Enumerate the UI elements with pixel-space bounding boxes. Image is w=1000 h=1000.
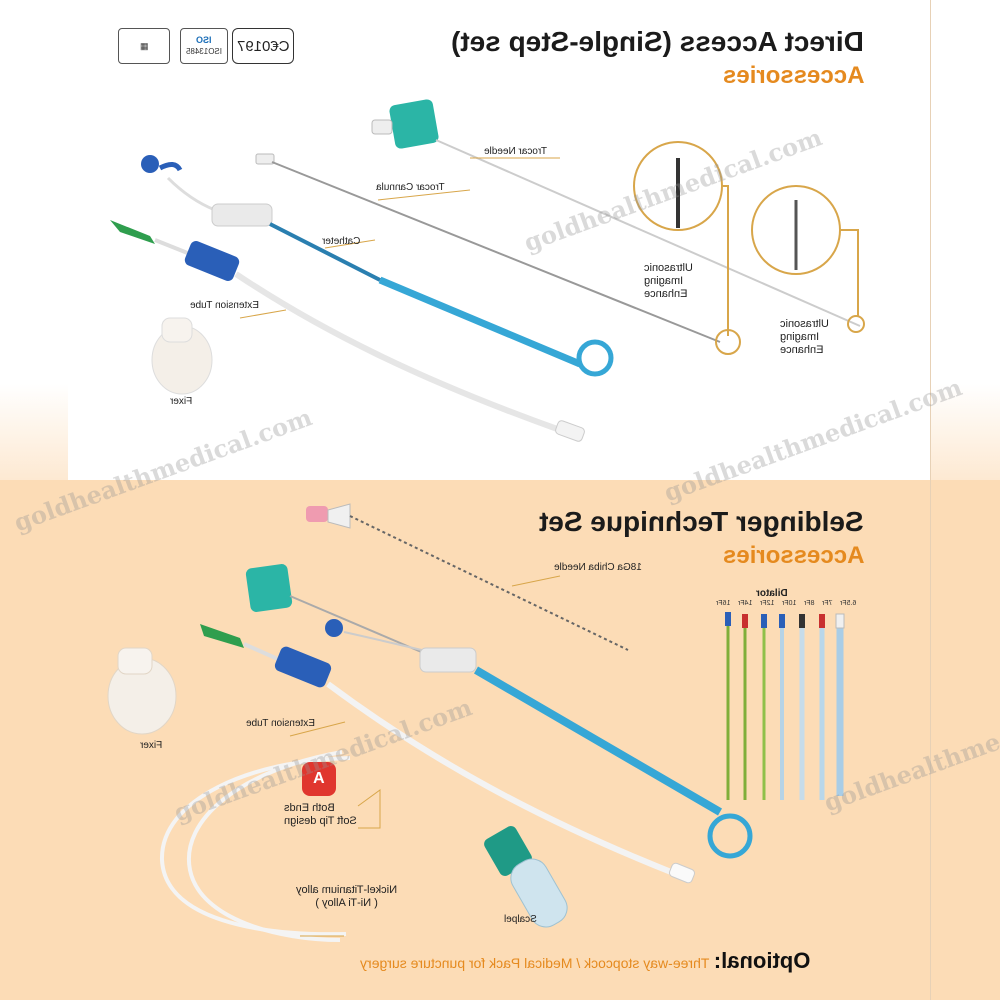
label-scalpel: Scalpel xyxy=(504,914,537,925)
label-ultrasonic-1: Ultrasonic Imaging Enhance xyxy=(644,262,693,300)
dilator-size: 7Fr xyxy=(821,600,833,607)
dilators-illustration xyxy=(725,612,845,800)
dilator-size-labels: 16Fr 14Fr 12Fr 10Fr 8Fr 7Fr 6.5Fr xyxy=(716,600,856,607)
optional-text: Three-way stopcock / Medical Pack for pu… xyxy=(360,955,710,971)
soft-tip-badge-icon: A xyxy=(302,762,336,796)
label-extension-tube-top: Extension Tube xyxy=(190,300,259,311)
dilator-size: 14Fr xyxy=(737,600,753,607)
dilator-size: 6.5Fr xyxy=(839,600,856,607)
trocar-needle-illustration xyxy=(371,99,861,327)
bottom-subtitle: Accessories xyxy=(722,542,864,569)
extension-tube-top-illustration xyxy=(110,220,585,442)
top-subtitle: Accessories xyxy=(722,62,864,89)
catheter-illustration xyxy=(141,155,614,377)
bottom-background xyxy=(0,480,1000,1000)
label-fixer-bottom: Fixer xyxy=(140,740,163,751)
ce-mark: C€0197 xyxy=(232,28,294,64)
dilator-size: 16Fr xyxy=(716,600,731,607)
trocar-cannula-illustration xyxy=(255,153,721,343)
ultrasonic-zoom-2 xyxy=(751,185,865,333)
optional-line: Optional: Three-way stopcock / Medical P… xyxy=(360,948,810,974)
label-trocar-cannula: Trocar Cannula xyxy=(376,182,445,193)
label-ultrasonic-2: Ultrasonic Imaging Enhance xyxy=(780,318,829,356)
page-divider xyxy=(930,0,931,1000)
iso-badge: ISO ISO13485 xyxy=(180,28,228,64)
label-catheter: Catheter xyxy=(322,236,361,247)
dilator-size: 10Fr xyxy=(781,600,797,607)
extension-tube-bottom-illustration xyxy=(200,624,696,884)
certification-badge: ▦ xyxy=(118,28,170,64)
scalpel-illustration xyxy=(484,826,568,928)
fixer-top-illustration xyxy=(151,317,213,395)
chiba-needle-illustration xyxy=(306,503,629,651)
label-dilator: Dilator xyxy=(756,588,788,599)
bottom-title: Seldinger Technique Set xyxy=(539,506,864,537)
guidewire-illustration xyxy=(159,750,351,942)
dilator-size: 8Fr xyxy=(803,600,815,607)
iso-text: ISO xyxy=(196,35,212,45)
label-trocar-needle: Trocar Needle xyxy=(484,146,547,157)
label-nickel-titanium: Nickel-Titanium alloy ( Ni-Ti Alloy ) xyxy=(296,884,398,909)
label-chiba-needle: 18Ga Chiba Needle xyxy=(554,562,642,573)
label-extension-tube-bottom: Extension Tube xyxy=(246,718,315,729)
top-title: Direct Access (Single-Step set) xyxy=(451,26,864,57)
label-both-ends: Both Ends Soft Tip design xyxy=(284,802,357,827)
dilator-size: 12Fr xyxy=(759,600,775,607)
optional-heading: Optional: xyxy=(713,948,811,973)
iso-number: ISO13485 xyxy=(185,47,223,56)
catheter-bottom-illustration xyxy=(245,564,753,859)
label-fixer-top: Fixer xyxy=(170,396,193,407)
ultrasonic-zoom-1 xyxy=(633,141,741,355)
fixer-bottom-illustration xyxy=(107,647,177,735)
